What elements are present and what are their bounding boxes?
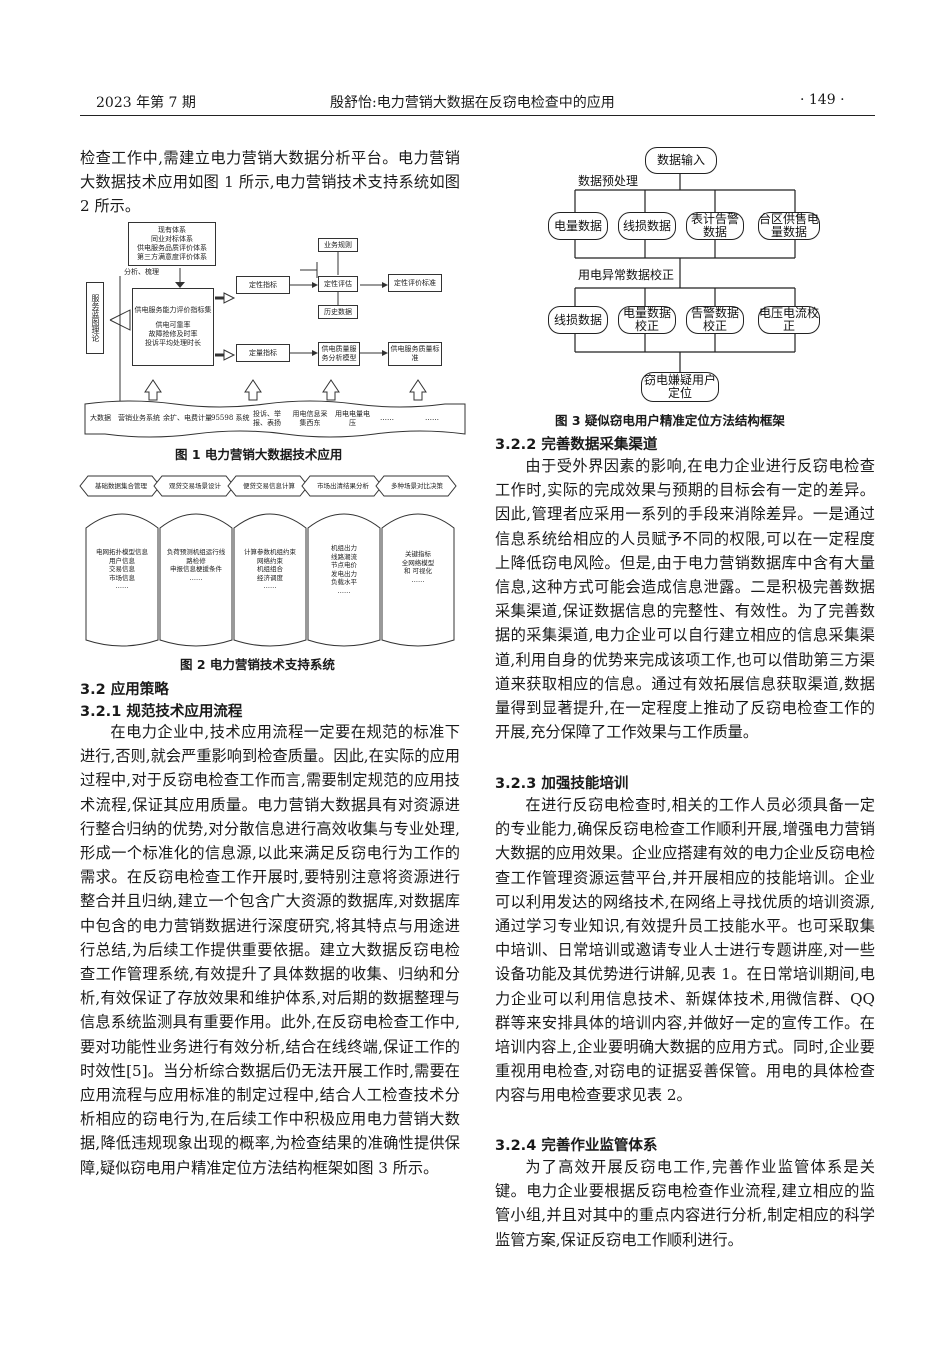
fig3-check-label: 用电异常数据校正	[578, 268, 675, 282]
fig1-source-item: 用电电量电压	[335, 410, 370, 427]
fig2-body-line: 计算参数机组约束	[244, 548, 296, 556]
fig2-head: 市场出清结果分析	[317, 482, 369, 490]
fig3-row2-box: 告警数据校正	[686, 306, 744, 334]
fig3-row1-box: 线损数据	[618, 212, 676, 240]
fig1-center-line: 故障抢修及时率	[148, 330, 198, 338]
fig2-body-line: 负荷预测机组运行线	[166, 548, 226, 556]
fig3-row2-box: 电量数据校正	[618, 306, 676, 334]
section-3-2-1-paragraph: 在电力企业中,技术应用流程一定要在规范的标准下进行,否则,就会严重影响到检查质量…	[80, 723, 460, 1177]
running-title: 殷舒怡:电力营销大数据在反窃电检查中的应用	[330, 95, 615, 111]
journal-issue: 2023 年第 7 期	[96, 95, 196, 111]
fig1-quality-std-box: 供电服务质量标准	[388, 342, 442, 366]
fig1-existing-line: 第三方满意度评价体系	[137, 253, 207, 261]
fig2-body-line: 用户信息	[109, 556, 135, 565]
section-3-2-1-body: 在电力企业中,技术应用流程一定要在规范的标准下进行,否则,就会严重影响到检查质量…	[80, 720, 460, 1180]
fig2-body-line: 市场信息	[109, 573, 135, 582]
fig1-center-title: 供电服务能力评价指标集	[134, 306, 212, 314]
section-3-2-1-heading: 3.2.1 规范技术应用流程	[80, 704, 243, 720]
fig2-body: 电网拓扑模型信息用户信息交易信息市场信息……	[86, 548, 158, 591]
page-number: · 149 ·	[800, 92, 845, 108]
fig1-side-label: 服务蓝图理论	[86, 282, 104, 354]
section-3-2-2-paragraph: 由于受外界因素的影响,在电力企业进行反窃电检查工作时,实际的完成效果与预期的目标…	[495, 457, 875, 742]
fig1-qual-indicator-box: 定性指标	[236, 276, 290, 294]
fig2-body-line: 发电出力	[331, 569, 357, 578]
fig1-model-box: 供电质量服务分析模型	[318, 342, 360, 366]
intro-block: 检查工作中,需建立电力营销大数据分析平台。电力营销大数据技术应用如图 1 所示,…	[80, 146, 460, 219]
fig1-center-box: 供电服务能力评价指标集 供电可靠率 故障抢修及时率 投诉平均处理时长	[132, 288, 214, 366]
fig1-source-item: 95598 系统	[211, 414, 250, 422]
section-3-2-3-body: 在进行反窃电检查时,相关的工作人员必须具备一定的专业能力,确保反窃电检查工作顺利…	[495, 793, 875, 1108]
fig1-qual-std-box: 定性评价标准	[388, 274, 442, 292]
fig2-head: 多种场景对比决策	[391, 482, 443, 490]
fig1-history-box: 历史数据	[318, 305, 358, 319]
fig2-body: 计算参数机组约束网络约束机组组合经济调度……	[234, 548, 306, 591]
fig2-head: 便贷交易信息计算	[243, 482, 295, 490]
fig2-body-line: ……	[189, 573, 203, 582]
fig2-body-line: 全网络模型	[401, 558, 435, 567]
fig2-body: 关键指标全网络模型和 可视化……	[382, 550, 454, 584]
fig3-input-box: 数据输入	[645, 147, 717, 174]
fig1-existing-title: 现有体系	[158, 226, 186, 234]
fig2-body-line: 经济调度	[257, 573, 283, 582]
fig2-body-line: 机组出力	[331, 544, 357, 552]
fig1-quant-indicator-box: 定量指标	[236, 344, 290, 362]
section-3-2-4-body: 为了高效开展反窃电工作,完善作业监管体系是关键。电力企业要根据反窃电检查作业流程…	[495, 1155, 875, 1252]
figure-3-caption: 图 3 疑似窃电用户精准定位方法结构框架	[555, 413, 785, 428]
fig2-head: 基础数据集合管理	[95, 482, 147, 490]
fig1-center-line: 供电可靠率	[155, 321, 191, 329]
fig2-body-line: 负载水平	[331, 578, 357, 586]
fig1-existing-line: 同业对标体系	[151, 235, 193, 243]
header-rule	[80, 115, 875, 116]
fig1-center-line: 投诉平均处理时长	[145, 339, 201, 347]
fig3-row1-box: 台区供售电量数据	[758, 212, 820, 240]
fig1-existing-line: 供电服务品质评价体系	[137, 244, 207, 252]
figure-1-caption: 图 1 电力营销大数据技术应用	[175, 447, 343, 462]
fig1-source-item: 营销业务系统	[118, 414, 160, 422]
fig2-body: 机组出力线路潮流节点电价发电出力负载水平……	[308, 544, 380, 595]
fig2-body-line: 路检修	[186, 556, 206, 565]
fig3-row2-box: 电压电流校正	[758, 306, 820, 334]
fig1-source-item: ……	[425, 414, 439, 422]
fig1-qual-eval-box: 定性评估	[318, 276, 358, 292]
section-3-2-4-paragraph: 为了高效开展反窃电工作,完善作业监管体系是关键。电力企业要根据反窃电检查作业流程…	[495, 1158, 875, 1249]
fig3-row1-box: 表计告警数据	[686, 212, 744, 240]
section-3-2-2-body: 由于受外界因素的影响,在电力企业进行反窃电检查工作时,实际的完成效果与预期的目标…	[495, 454, 875, 744]
fig2-body-line: ……	[115, 582, 129, 590]
figure-2-caption: 图 2 电力营销技术支持系统	[180, 657, 335, 672]
fig3-row1-box: 电量数据	[548, 212, 608, 240]
fig2-body-line: ……	[263, 582, 277, 590]
fig2-body-line: 线路潮流	[331, 552, 357, 561]
fig2-body-line: 机组组合	[257, 565, 283, 573]
fig1-source-item: 大数据	[90, 414, 111, 422]
section-3-2-heading: 3.2 应用策略	[80, 682, 169, 698]
fig1-source-item: 用电信息采集西东	[292, 410, 328, 427]
fig2-body-line: 交易信息	[109, 565, 135, 573]
fig3-output-box: 窃电嫌疑用户定位	[641, 372, 719, 402]
fig2-body: 负荷预测机组运行线路检修申报信息梗援条件……	[160, 548, 232, 582]
fig1-analysis-label: 分析、梳理	[124, 268, 159, 276]
fig1-source-item: 余扩、电费计量	[163, 414, 212, 422]
fig2-head: 观贷交易场景设计	[169, 482, 221, 490]
fig2-body-line: 和 可视化	[403, 567, 433, 575]
fig3-row2-box: 线损数据	[548, 306, 608, 334]
fig2-body-line: 节点电价	[331, 561, 357, 569]
section-3-2-3-heading: 3.2.3 加强技能培训	[495, 776, 629, 792]
section-3-2-3-paragraph: 在进行反窃电检查时,相关的工作人员必须具备一定的专业能力,确保反窃电检查工作顺利…	[495, 796, 875, 1105]
fig2-body-line: ……	[411, 575, 425, 584]
fig1-existing-system-box: 现有体系 同业对标体系 供电服务品质评价体系 第三方满意度评价体系	[128, 222, 216, 266]
fig2-body-line: ……	[337, 586, 351, 595]
fig2-body-line: 电网拓扑模型信息	[96, 548, 148, 556]
section-3-2-2-heading: 3.2.2 完善数据采集渠道	[495, 437, 658, 453]
section-3-2-4-heading: 3.2.4 完善作业监管体系	[495, 1138, 658, 1154]
fig2-body-line: 申报信息梗援条件	[170, 565, 222, 573]
fig2-body-line: 网络约束	[257, 556, 283, 565]
intro-paragraph: 检查工作中,需建立电力营销大数据分析平台。电力营销大数据技术应用如图 1 所示,…	[80, 149, 460, 216]
fig1-biz-rule-box: 业务规则	[318, 238, 358, 252]
fig1-source-item: ……	[380, 414, 394, 422]
fig3-preprocess-label: 数据预处理	[578, 174, 639, 188]
fig1-source-item: 投诉、举报、表扬	[253, 410, 281, 427]
fig2-body-line: 关键指标	[405, 550, 431, 558]
